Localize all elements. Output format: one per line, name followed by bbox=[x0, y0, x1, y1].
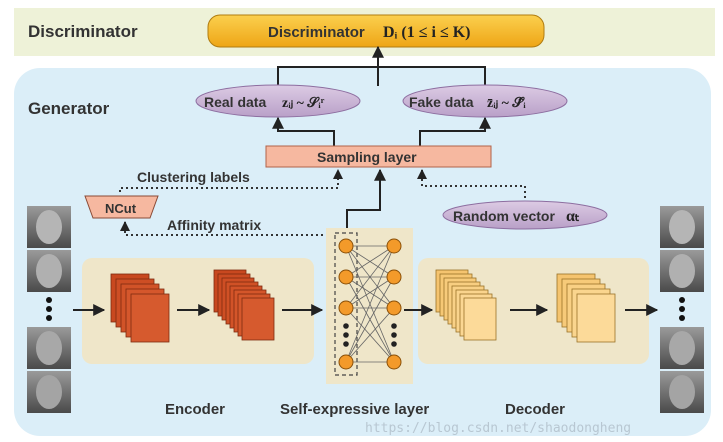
input-face-images bbox=[27, 206, 71, 413]
clustering-labels-path bbox=[119, 169, 343, 192]
decoder-label: Decoder bbox=[505, 401, 565, 418]
ncut-box bbox=[84, 195, 159, 219]
discriminator-box-math: Dᵢ (1 ≤ i ≤ K) bbox=[383, 24, 471, 41]
generator-section-title: Generator bbox=[28, 99, 110, 118]
arrow-sampling-to-fake bbox=[419, 116, 491, 146]
ncut-label: NCut bbox=[105, 201, 137, 216]
clustering-labels-text: Clustering labels bbox=[137, 169, 250, 185]
encoder-label: Encoder bbox=[165, 401, 225, 418]
discriminator-box bbox=[207, 14, 545, 48]
encoder-block-2 bbox=[213, 269, 275, 341]
discriminator-box-label: Discriminator bbox=[268, 24, 365, 41]
self-expressive-dots-right bbox=[391, 323, 397, 347]
self-expressive-nodes-left bbox=[338, 238, 354, 370]
decoder-block-1 bbox=[435, 269, 497, 341]
arrow-sampling-to-real bbox=[272, 116, 335, 146]
encoder-block-1 bbox=[110, 273, 170, 343]
self-expressive-dots-left bbox=[343, 323, 349, 347]
fake-data-math: z̄ᵢⱼ ~ 𝒮̂ᵢ bbox=[487, 95, 526, 111]
affinity-matrix-text: Affinity matrix bbox=[167, 217, 261, 233]
discriminator-section-title: Discriminator bbox=[28, 22, 138, 41]
fake-data-label: Fake data bbox=[409, 94, 474, 110]
real-data-math: zᵢⱼ ~ 𝒮ᵢʳ bbox=[282, 95, 325, 111]
random-vector-oval bbox=[442, 200, 608, 230]
random-vector-label: Random vector bbox=[453, 208, 555, 224]
random-vector-math: αₜ bbox=[566, 208, 580, 225]
real-data-label: Real data bbox=[204, 94, 266, 110]
arrow-selfexp-to-sampling bbox=[346, 168, 386, 232]
self-expressive-dashed-box bbox=[334, 232, 358, 376]
self-expressive-connections bbox=[345, 245, 395, 363]
sampling-layer-box bbox=[265, 145, 492, 168]
self-expressive-nodes-right bbox=[386, 238, 402, 370]
watermark-text: https://blog.csdn.net/shaodongheng bbox=[365, 421, 631, 436]
self-expressive-label: Self-expressive layer bbox=[280, 401, 429, 418]
sampling-layer-label: Sampling layer bbox=[317, 149, 417, 165]
output-face-images bbox=[660, 206, 704, 413]
affinity-matrix-path bbox=[120, 221, 323, 236]
arrow-real-to-disc bbox=[277, 66, 486, 86]
decoder-block-2 bbox=[556, 273, 616, 343]
